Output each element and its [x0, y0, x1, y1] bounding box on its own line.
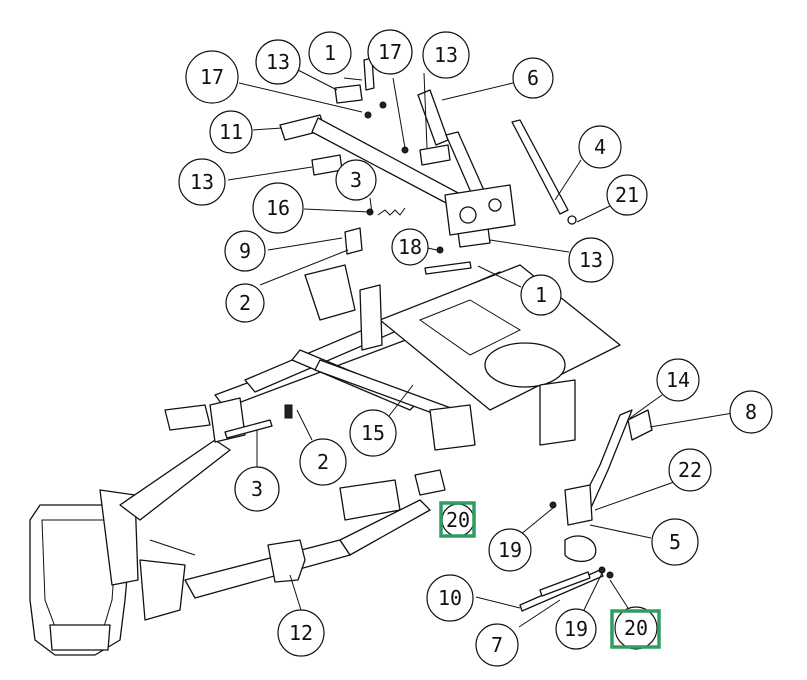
- callout-circle: [488, 528, 532, 572]
- callout-13: 13: [255, 39, 301, 85]
- callout-circle: [255, 39, 301, 85]
- callout-14: 14: [656, 358, 700, 402]
- callout-label: 10: [438, 586, 462, 610]
- callout-15: 15: [349, 409, 397, 457]
- callout-label: 1: [535, 283, 547, 307]
- callout-label: 1: [324, 41, 336, 65]
- highlight-box-20-lower: [610, 609, 661, 649]
- callout-11: 11: [209, 110, 253, 154]
- callout-label: 2: [317, 450, 329, 474]
- callout-1: 1: [520, 274, 562, 316]
- callout-13: 13: [178, 158, 226, 206]
- callout-1: 1: [308, 31, 352, 75]
- callout-circle: [225, 283, 265, 323]
- callout-2: 2: [299, 438, 347, 486]
- callout-label: 14: [666, 368, 690, 392]
- callout-10: 10: [426, 574, 474, 622]
- frame-assembly: [29, 57, 653, 656]
- callout-19: 19: [488, 528, 532, 572]
- callout-label: 6: [527, 66, 539, 90]
- callout-label: 9: [239, 239, 251, 263]
- callout-9: 9: [224, 230, 266, 272]
- callout-label: 13: [190, 170, 214, 194]
- callout-label: 3: [251, 477, 263, 501]
- callout-circle: [224, 230, 266, 272]
- callout-circle: [209, 110, 253, 154]
- callout-13: 13: [422, 31, 470, 79]
- callout-18: 18: [391, 228, 429, 266]
- callout-label: 4: [594, 135, 606, 159]
- callout-circle: [422, 31, 470, 79]
- callout-circle: [729, 390, 773, 434]
- callout-circle: [614, 606, 658, 650]
- callout-label: 5: [669, 530, 681, 554]
- callout-label: 2: [239, 291, 251, 315]
- callout-circle: [555, 608, 597, 650]
- callout-20: 20: [441, 503, 475, 537]
- callout-circle: [651, 518, 699, 566]
- callout-circle: [426, 574, 474, 622]
- callout-circle: [391, 228, 429, 266]
- callout-circle: [308, 31, 352, 75]
- callout-16: 16: [252, 182, 304, 234]
- callout-20: 20: [614, 606, 658, 650]
- callout-label: 19: [498, 538, 522, 562]
- callout-label: 20: [446, 508, 470, 532]
- callout-12: 12: [277, 609, 325, 657]
- callout-22: 22: [668, 448, 712, 492]
- callout-21: 21: [606, 174, 648, 216]
- callout-circle: [367, 29, 413, 75]
- callout-2: 2: [225, 283, 265, 323]
- callout-label: 8: [745, 400, 757, 424]
- callout-circle: [656, 358, 700, 402]
- callout-circle: [234, 466, 280, 512]
- callout-6: 6: [512, 57, 554, 99]
- callout-circle: [349, 409, 397, 457]
- callout-label: 19: [564, 617, 588, 641]
- highlight-box-20-upper: [439, 501, 476, 538]
- callout-17: 17: [185, 50, 239, 104]
- callout-label: 12: [289, 621, 313, 645]
- callout-label: 15: [361, 421, 385, 445]
- callout-label: 22: [678, 458, 702, 482]
- callout-label: 13: [579, 248, 603, 272]
- callout-19: 19: [555, 608, 597, 650]
- callout-label: 13: [266, 50, 290, 74]
- callout-label: 7: [491, 633, 503, 657]
- callout-circle: [606, 174, 648, 216]
- callout-7: 7: [475, 623, 519, 667]
- callout-label: 13: [434, 43, 458, 67]
- callout-13: 13: [568, 237, 614, 283]
- callout-circle: [520, 274, 562, 316]
- callout-label: 21: [615, 183, 639, 207]
- callout-label: 3: [350, 168, 362, 192]
- front-bumper: [29, 504, 131, 656]
- callout-circle: [568, 237, 614, 283]
- callout-3: 3: [234, 466, 280, 512]
- callout-label: 17: [378, 40, 402, 64]
- callout-4: 4: [578, 125, 622, 169]
- callout-17: 17: [367, 29, 413, 75]
- callout-8: 8: [729, 390, 773, 434]
- callout-label: 17: [200, 65, 224, 89]
- callout-circle: [185, 50, 239, 104]
- callout-circle: [277, 609, 325, 657]
- callout-circle: [252, 182, 304, 234]
- callout-label: 16: [266, 196, 290, 220]
- callout-circle: [335, 159, 377, 201]
- callout-circle: [512, 57, 554, 99]
- callout-3: 3: [335, 159, 377, 201]
- callout-label: 20: [624, 616, 648, 640]
- callout-label: 11: [219, 120, 243, 144]
- callout-5: 5: [651, 518, 699, 566]
- callout-circle: [299, 438, 347, 486]
- rod-4: [511, 119, 569, 215]
- callout-circle: [668, 448, 712, 492]
- callout-circle: [475, 623, 519, 667]
- callout-circle: [578, 125, 622, 169]
- callout-label: 18: [398, 235, 422, 259]
- callout-circle: [178, 158, 226, 206]
